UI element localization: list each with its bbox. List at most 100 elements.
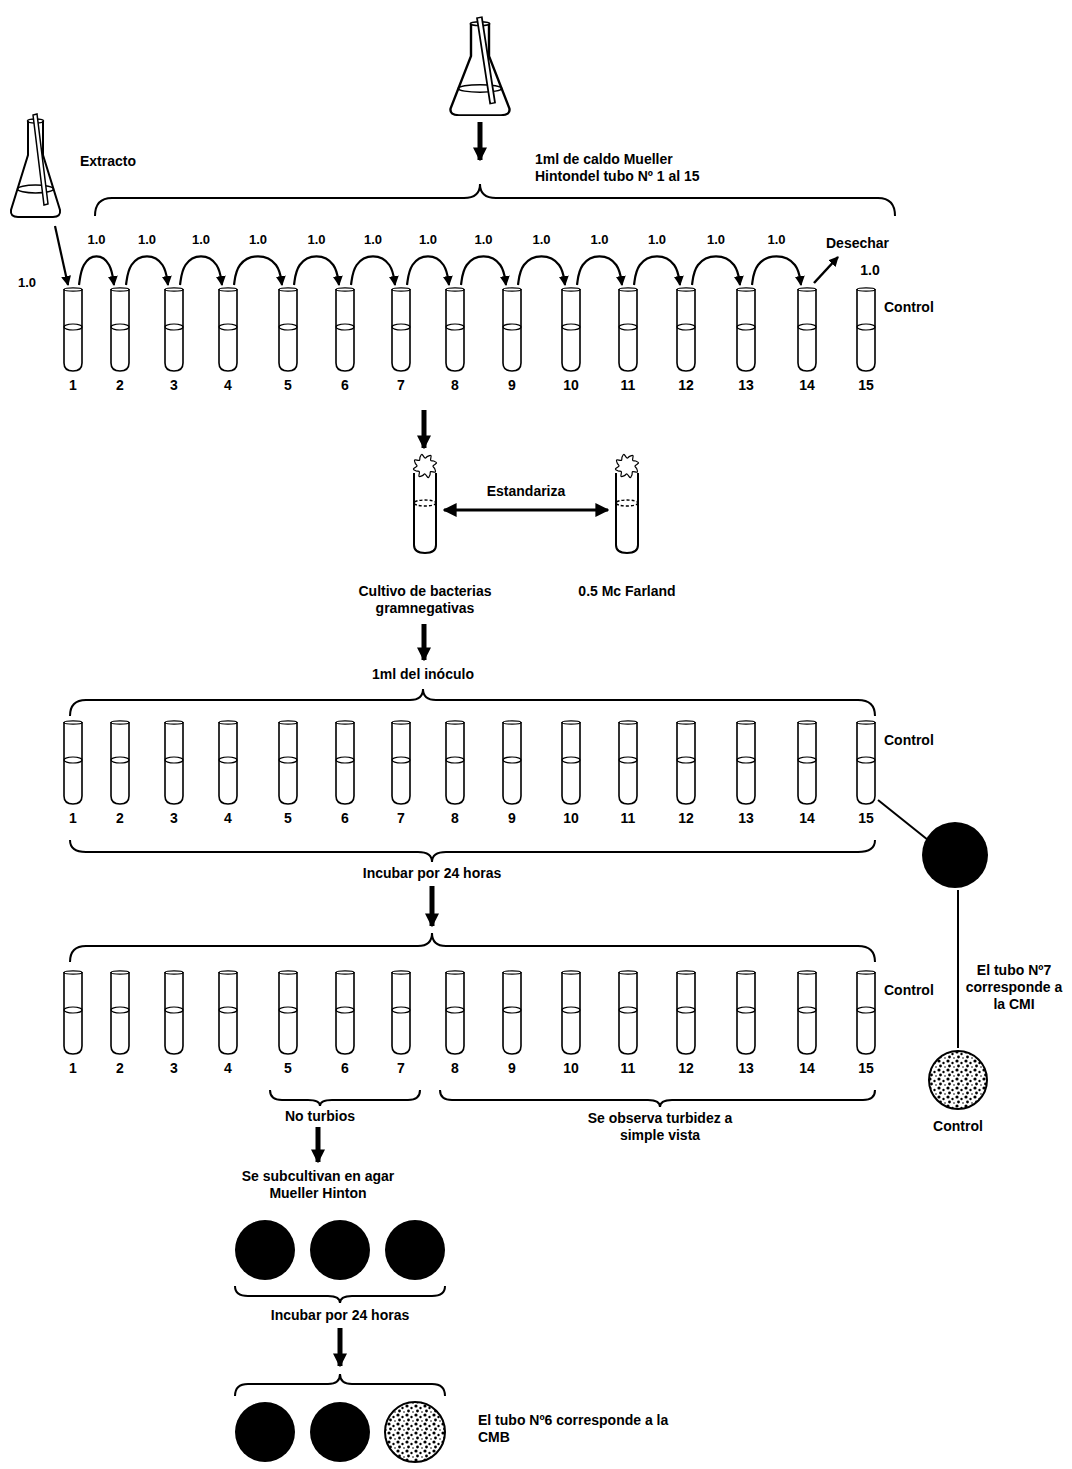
test-tube: 13: [736, 970, 756, 1055]
note-label: Se observa turbidez a simple vista: [573, 1110, 748, 1144]
test-tube: 7: [391, 970, 411, 1055]
node-outline: [797, 970, 817, 1055]
note-label: Incubar por 24 horas: [271, 1307, 409, 1324]
tube-number: 6: [341, 810, 349, 827]
flow-arrow: [422, 410, 427, 448]
tube-number: 2: [116, 810, 124, 827]
node-outline: [391, 970, 411, 1055]
edge-label: 1.0: [17, 275, 37, 290]
control-label: Control: [884, 732, 934, 749]
note-label: 1ml del inóculo: [372, 666, 474, 683]
node-outline: [164, 720, 184, 805]
transfer-arrow: [79, 256, 114, 285]
tube-number: 10: [563, 810, 579, 827]
test-tube: 11: [618, 287, 638, 372]
tube-number: 3: [170, 1060, 178, 1077]
tube-number: 8: [451, 377, 459, 394]
brace: [70, 933, 875, 962]
edge-label: 1.0: [589, 232, 609, 247]
transfer-arrow: [692, 256, 740, 285]
test-tube: 2: [110, 287, 130, 372]
flow-arrow: [338, 1328, 343, 1366]
node-label: 0.5 Mc Farland: [542, 583, 712, 600]
test-tube: 7: [391, 720, 411, 805]
edge-label: 1.0: [363, 232, 383, 247]
node-outline: [561, 287, 581, 372]
tube-number: 13: [738, 377, 754, 394]
tube-number: 2: [116, 377, 124, 394]
petri-dish: [385, 1220, 445, 1280]
test-tube: 14: [797, 970, 817, 1055]
tube-number: 2: [116, 1060, 124, 1077]
edge-label: 1.0: [306, 232, 326, 247]
tube-number: 14: [799, 377, 815, 394]
tube-number: 6: [341, 1060, 349, 1077]
node-outline: [856, 287, 876, 372]
tube-number: 9: [508, 810, 516, 827]
node-outline: [218, 287, 238, 372]
transfer-arrow: [180, 256, 222, 285]
node-outline: [391, 720, 411, 805]
test-tube: 4: [218, 970, 238, 1055]
node-outline: [561, 970, 581, 1055]
double-arrow: [444, 509, 608, 512]
edge-label: 1.0: [473, 232, 493, 247]
test-tube: 1: [63, 970, 83, 1055]
brace: [95, 184, 895, 216]
edge-label: 1.0: [418, 232, 438, 247]
node-outline: [63, 720, 83, 805]
transfer-arrow: [351, 256, 395, 285]
node-outline: [618, 970, 638, 1055]
test-tube: 7: [391, 287, 411, 372]
test-tube: 1: [63, 720, 83, 805]
tube-number: 15: [858, 810, 874, 827]
test-tube: 10: [561, 287, 581, 372]
test-tube: 3: [164, 287, 184, 372]
test-tube: 3: [164, 970, 184, 1055]
node-outline: [335, 720, 355, 805]
test-tube: 2: [110, 720, 130, 805]
test-tube: 8: [445, 287, 465, 372]
transfer-arrow: [577, 256, 622, 285]
control-label: Control: [884, 299, 934, 316]
node-outline: [218, 720, 238, 805]
tube-number: 3: [170, 377, 178, 394]
tube-number: 5: [284, 377, 292, 394]
test-tube: 9: [502, 287, 522, 372]
erlenmeyer-flask: 1ml de caldo Mueller Hintondel tubo Nº 1…: [447, 18, 513, 118]
node-outline: [502, 287, 522, 372]
tube-number: 15: [858, 1060, 874, 1077]
transfer-arrow: [407, 256, 449, 285]
tube-number: 4: [224, 810, 232, 827]
node-label: Extracto: [80, 153, 136, 170]
test-tube: 11: [618, 720, 638, 805]
node-outline: [676, 970, 696, 1055]
tube-number: 13: [738, 810, 754, 827]
note-label: 1.0: [860, 262, 879, 279]
test-tube: 5: [278, 970, 298, 1055]
tube-number: 5: [284, 810, 292, 827]
node-outline: [278, 970, 298, 1055]
tube-number: 13: [738, 1060, 754, 1077]
tube-number: 4: [224, 377, 232, 394]
tube-number: 1: [69, 377, 77, 394]
flow-arrow: [422, 624, 427, 660]
node-outline: [110, 287, 130, 372]
transfer-arrow: [752, 256, 801, 285]
test-tube: 5: [278, 287, 298, 372]
node-outline: [63, 970, 83, 1055]
tube-number: 12: [678, 810, 694, 827]
node-outline: [736, 287, 756, 372]
test-tube: 6: [335, 970, 355, 1055]
brace: [70, 689, 875, 716]
transfer-arrow: [55, 226, 68, 285]
edge-label: 1.0: [137, 232, 157, 247]
control-label: Control: [884, 982, 934, 999]
node-outline: [445, 287, 465, 372]
note-label: Se subcultivan en agar Mueller Hinton: [231, 1168, 406, 1202]
transfer-arrow: [234, 256, 282, 285]
petri-dish: [235, 1220, 295, 1280]
edge-label: 1.0: [531, 232, 551, 247]
test-tube: 12: [676, 287, 696, 372]
